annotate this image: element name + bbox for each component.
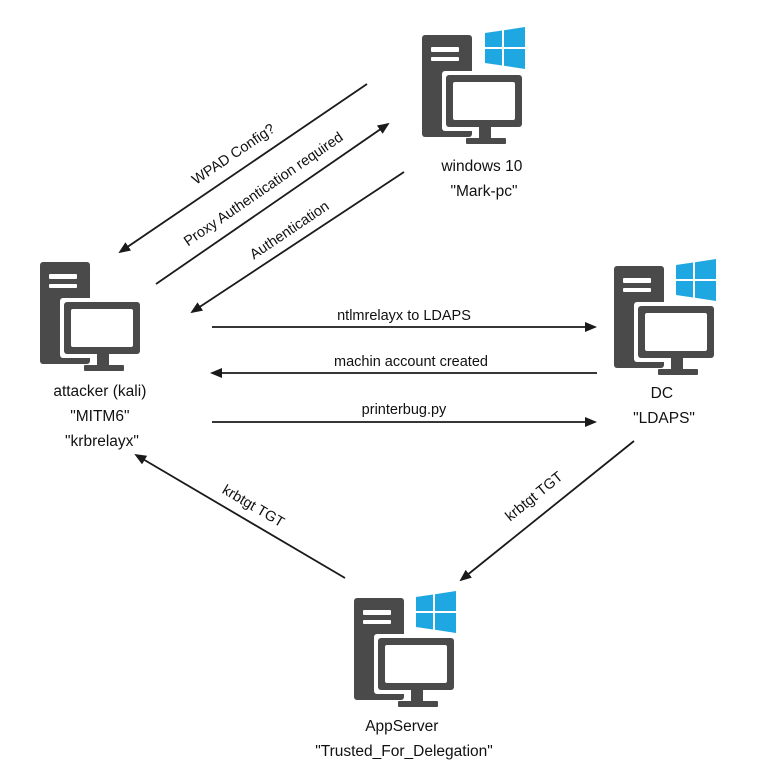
edge-label-krbtgt-dc-appserver: krbtgt TGT [503, 469, 567, 525]
node-label-line: attacker (kali) [53, 383, 146, 400]
edge-label-proxy-auth: Proxy Authentication required [181, 129, 346, 249]
node-label-windows10: windows 10 "Mark-pc" [440, 158, 526, 200]
node-label-line: windows 10 [440, 158, 522, 175]
node-windows10: windows 10 "Mark-pc" [422, 27, 526, 200]
node-label-line: "krbrelayx" [65, 433, 139, 450]
edge-label-printerbug: printerbug.py [362, 402, 447, 418]
node-label-line: "MITM6" [70, 408, 129, 425]
node-label-appserver: AppServer "Trusted_For_Delegation" [315, 718, 493, 760]
node-attacker: attacker (kali) "MITM6" "krbrelayx" [40, 262, 150, 450]
windows-logo-icon [485, 27, 525, 69]
edge-proxy-auth [155, 122, 390, 285]
edge-authentication [190, 171, 405, 314]
windows-logo-icon [416, 591, 456, 633]
edge-wpad-config [118, 83, 368, 254]
node-dc: DC "LDAPS" [614, 259, 718, 427]
node-label-line: "Mark-pc" [451, 183, 518, 200]
windows-logo-icon [676, 259, 716, 301]
node-label-line: "Trusted_For_Delegation" [315, 743, 493, 760]
edge-label-authentication: Authentication [247, 198, 332, 263]
edge-krbtgt-appserver-attacker [134, 453, 346, 579]
node-label-dc: DC "LDAPS" [633, 385, 695, 427]
computer-icon [40, 262, 144, 371]
node-label-line: "LDAPS" [633, 410, 695, 427]
node-label-line: DC [651, 385, 673, 402]
node-label-attacker: attacker (kali) "MITM6" "krbrelayx" [53, 383, 150, 450]
node-label-line: AppServer [365, 718, 438, 735]
edge-label-ntlmrelayx: ntlmrelayx to LDAPS [337, 308, 471, 324]
edge-label-machine-account: machin account created [334, 354, 488, 370]
edge-krbtgt-dc-appserver [459, 440, 635, 582]
node-appserver: AppServer "Trusted_For_Delegation" [315, 591, 493, 760]
